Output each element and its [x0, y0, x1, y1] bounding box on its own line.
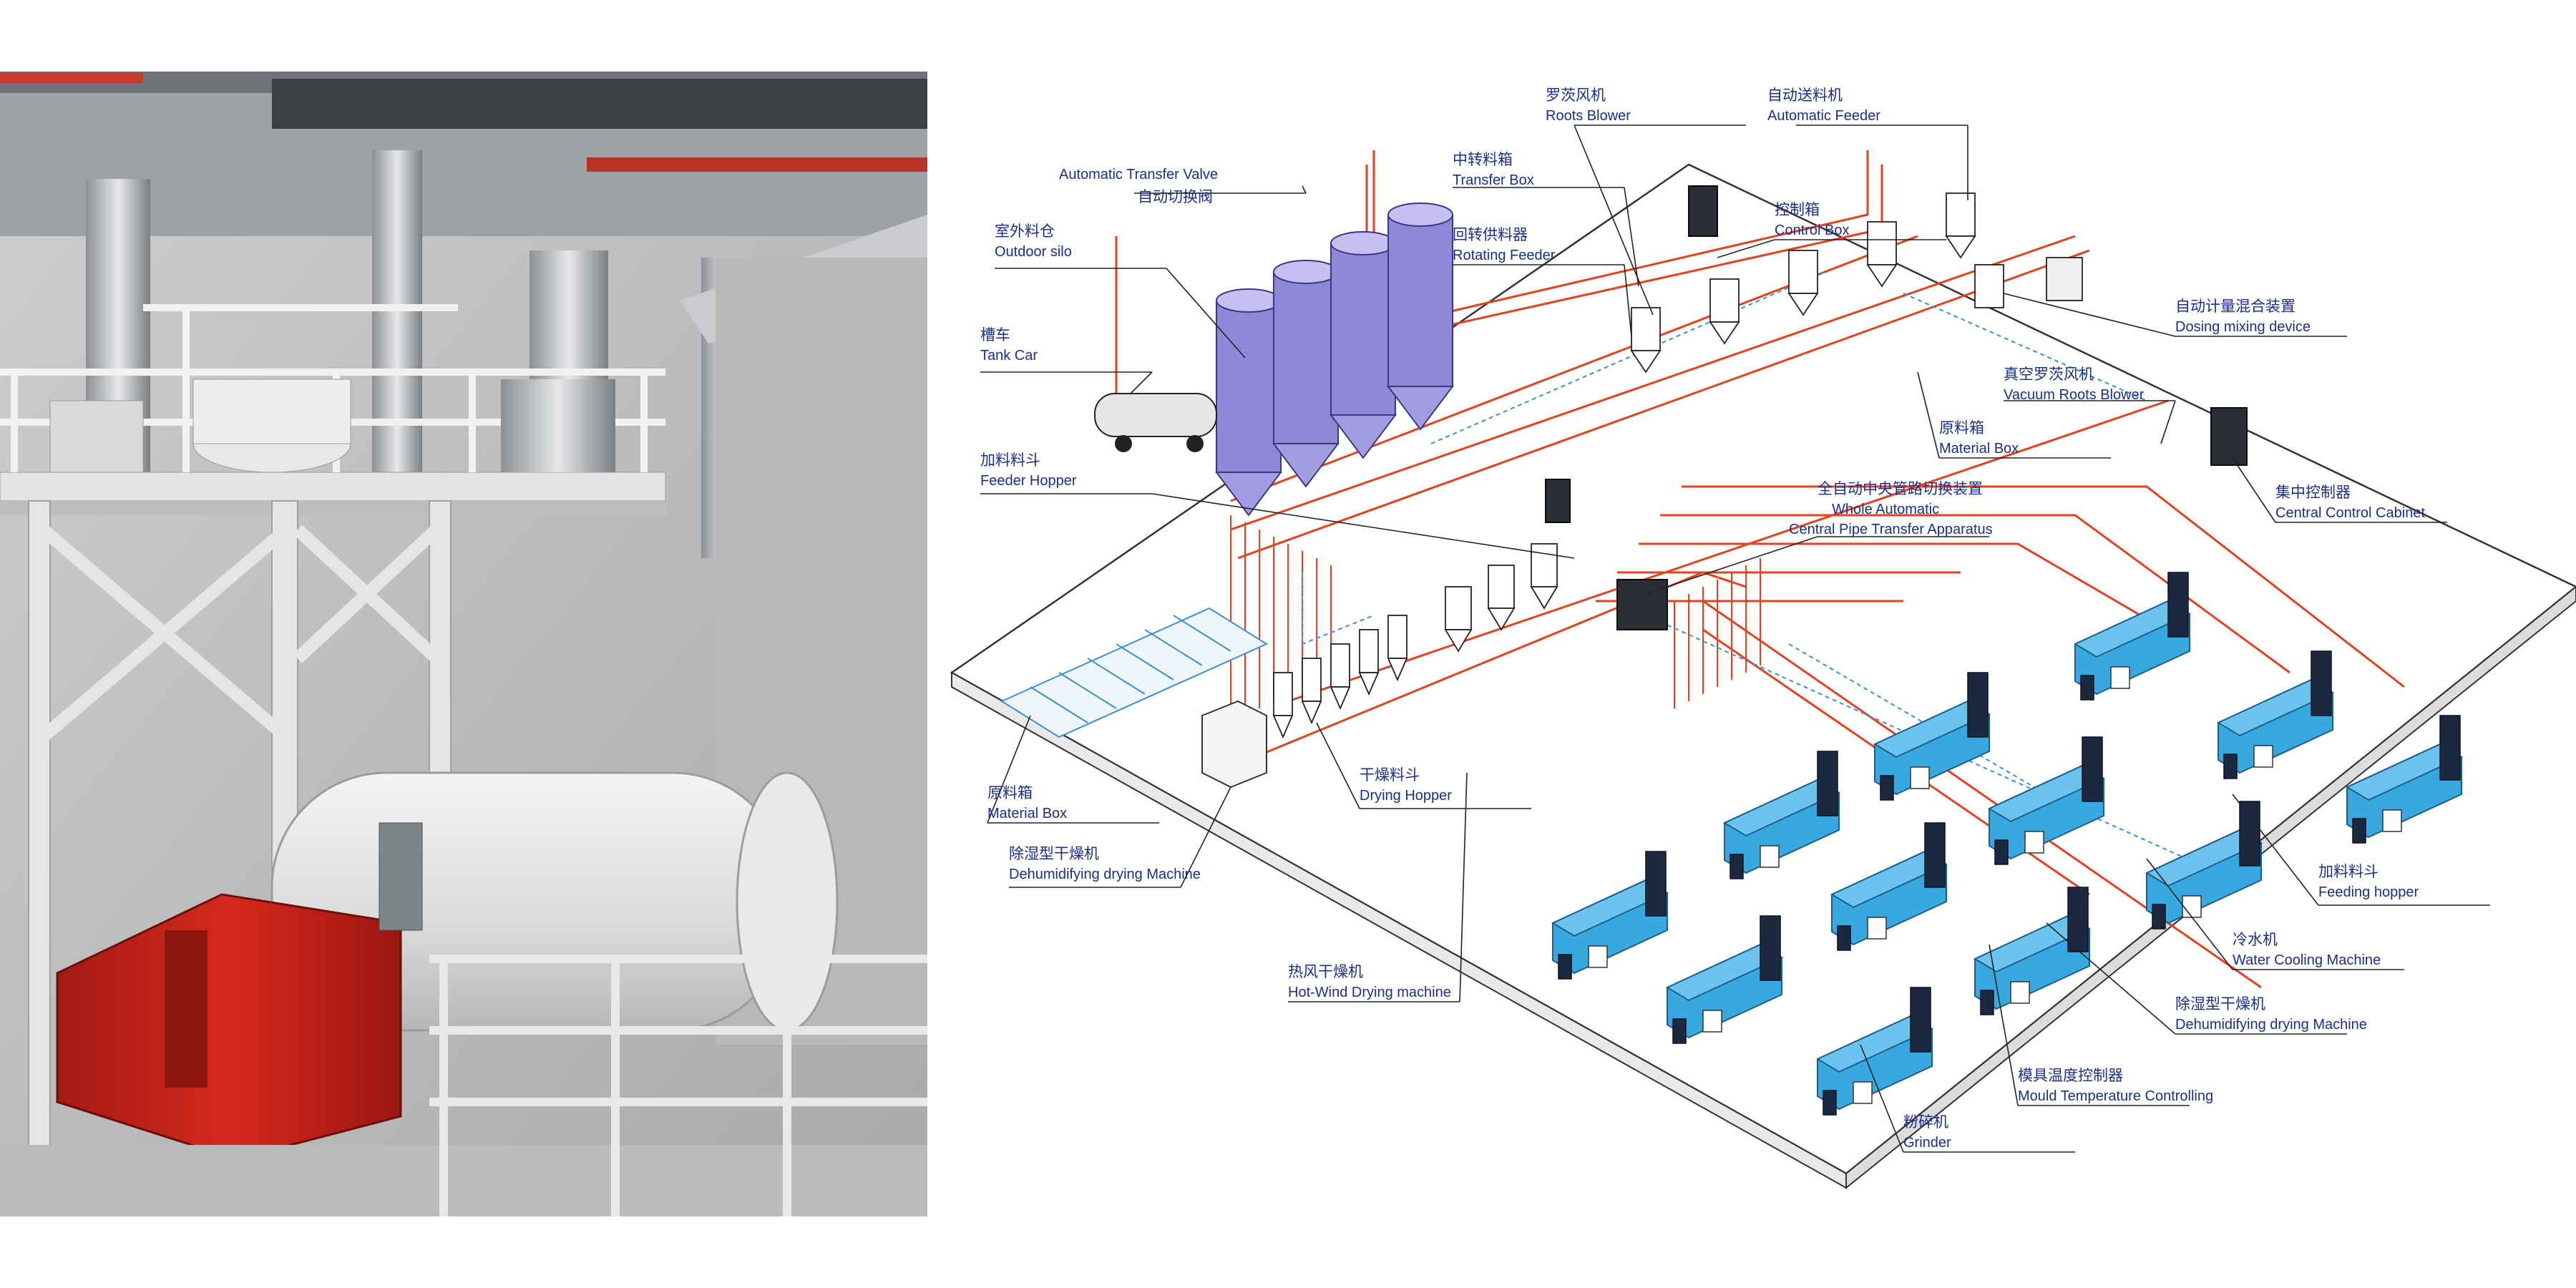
injection-moulding-machine — [1973, 887, 2092, 1015]
label-zh: 原料箱 — [1939, 419, 1984, 436]
label-zh: 自动切换阀 — [1138, 188, 1213, 205]
label-en: Rotating Feeder — [1453, 248, 1556, 263]
injection-moulding-machine — [1830, 822, 1948, 951]
injection-moulding-machine — [2216, 650, 2335, 779]
signal-lines — [1302, 271, 2219, 874]
callout-feeder-hopper: 加料料斗 Feeder Hopper — [980, 452, 1575, 559]
label-zh: 全自动中央管路切换装置 — [1818, 480, 1983, 497]
label-zh: 室外料仓 — [995, 223, 1055, 240]
label-en: Automatic Feeder — [1767, 108, 1880, 124]
injection-moulding-machine — [1722, 751, 1841, 879]
label-en: Whole Automatic — [1832, 502, 1939, 517]
label-zh: 粉碎机 — [1903, 1113, 1948, 1131]
label-zh: 除湿型干燥机 — [2175, 995, 2265, 1013]
injection-moulding-machine — [2073, 572, 2192, 701]
label-en: Material Box — [1939, 441, 2019, 457]
dehumidifying-dryer-left — [1201, 700, 1267, 789]
outdoor-silos — [1215, 203, 1454, 517]
callout-tank-car: 槽车 Tank Car — [980, 326, 1153, 394]
label-en: Drying Hopper — [1360, 788, 1452, 804]
label-en-2: Central Pipe Transfer Apparatus — [1789, 522, 1993, 537]
callout-roots-blower: 罗茨风机 Roots Blower — [1546, 87, 1746, 316]
label-zh: 自动计量混合装置 — [2175, 298, 2296, 315]
callout-rotating-feeder: 回转供料器 Rotating Feeder — [1453, 226, 1632, 337]
label-en: Hot-Wind Drying machine — [1288, 985, 1451, 1000]
label-en: Mould Temperature Controlling — [2018, 1088, 2213, 1104]
control-box — [1688, 185, 1718, 237]
label-zh: 模具温度控制器 — [2018, 1067, 2123, 1084]
callout-automatic-feeder: 自动送料机 Automatic Feeder — [1767, 87, 1968, 200]
injection-moulding-machine — [1551, 851, 1669, 980]
label-zh: 自动送料机 — [1767, 87, 1843, 104]
label-en: Dehumidifying drying Machine — [2175, 1017, 2367, 1033]
label-en: Control Box — [1775, 223, 1850, 238]
label-en: Feeding hopper — [2318, 884, 2419, 900]
callout-mould-temp: 模具温度控制器 Mould Temperature Controlling — [1989, 944, 2213, 1106]
label-en: Transfer Box — [1453, 172, 1534, 188]
label-en: Dosing mixing device — [2175, 319, 2311, 335]
factory-photo — [0, 72, 927, 1216]
callout-dehumidifying-left: 除湿型干燥机 Dehumidifying drying Machine — [1009, 786, 1231, 888]
left-control-box — [1545, 479, 1571, 523]
label-zh: 罗茨风机 — [1546, 87, 1606, 104]
label-en: Vacuum Roots Blower — [2004, 387, 2145, 403]
callout-material-box-top: 原料箱 Material Box — [1917, 371, 2111, 459]
label-zh: 除湿型干燥机 — [1009, 845, 1099, 862]
label-zh: 冷水机 — [2233, 931, 2278, 948]
label-en: Automatic Transfer Valve — [1059, 167, 1218, 182]
label-zh: 控制箱 — [1775, 201, 1820, 218]
label-en: Water Cooling Machine — [2233, 952, 2381, 968]
label-zh: 原料箱 — [987, 784, 1033, 801]
label-zh: 真空罗茨风机 — [2004, 366, 2094, 383]
label-en: Central Control Cabinet — [2275, 505, 2425, 521]
label-en: Dehumidifying drying Machine — [1009, 867, 1201, 882]
label-zh: 回转供料器 — [1453, 226, 1528, 243]
callout-dehumidifying-right: 除湿型干燥机 Dehumidifying drying Machine — [2046, 922, 2367, 1035]
label-zh: 热风干燥机 — [1288, 963, 1363, 980]
label-zh: 中转料箱 — [1453, 151, 1513, 168]
callout-central-control: 集中控制器 Central Control Cabinet — [2232, 457, 2447, 523]
callout-feeding-hopper: 加料料斗 Feeding hopper — [2232, 794, 2490, 906]
upper-feeders — [1630, 192, 2083, 374]
tank-car-icon — [1094, 393, 1217, 452]
label-zh: 干燥料斗 — [1360, 766, 1420, 784]
callout-water-cooling: 冷水机 Water Cooling Machine — [2146, 858, 2404, 970]
injection-moulding-machine — [1815, 987, 1934, 1116]
callout-drying-hopper: 干燥料斗 Drying Hopper — [1316, 722, 1531, 809]
injection-moulding-machine — [2345, 715, 2464, 844]
label-zh: 槽车 — [980, 326, 1010, 343]
injection-moulding-machine — [1987, 736, 2106, 865]
callout-vacuum-roots-blower: 真空罗茨风机 Vacuum Roots Blower — [2004, 366, 2176, 444]
callout-hot-wind: 热风干燥机 Hot-Wind Drying machine — [1288, 772, 1468, 1002]
callout-automatic-transfer-valve: 自动切换阀 Automatic Transfer Valve — [1059, 167, 1307, 205]
callout-transfer-box: 中转料箱 Transfer Box — [1453, 151, 1639, 287]
material-box-grid — [1000, 607, 1269, 738]
label-en: Outdoor silo — [995, 244, 1072, 260]
injection-moulding-machines — [1551, 572, 2464, 1116]
label-en: Grinder — [1903, 1135, 1951, 1151]
callout-grinder: 粉碎机 Grinder — [1860, 1044, 2075, 1153]
central-pipe-apparatus — [1616, 579, 1668, 630]
injection-moulding-machine — [1665, 915, 1784, 1044]
label-en: Material Box — [987, 806, 1067, 821]
label-en: Tank Car — [980, 348, 1038, 364]
callout-outdoor-silo: 室外料仓 Outdoor silo — [995, 223, 1246, 358]
callout-control-box: 控制箱 Control Box — [1717, 201, 1946, 258]
central-feeding-system-diagram: 罗茨风机 Roots Blower 自动送料机 Automatic Feeder 自动切… — [950, 87, 2576, 1190]
injection-moulding-machine — [1873, 672, 1991, 801]
callout-labels: 罗茨风机 Roots Blower 自动送料机 Automatic Feeder 自动切… — [980, 87, 2490, 1153]
drying-hoppers — [1272, 543, 1558, 739]
central-control-cabinet — [2210, 407, 2248, 466]
label-en: Feeder Hopper — [980, 473, 1077, 489]
label-en: Roots Blower — [1546, 108, 1631, 124]
label-zh: 加料料斗 — [980, 452, 1040, 469]
label-zh: 集中控制器 — [2275, 484, 2351, 501]
callout-material-box-left: 原料箱 Material Box — [987, 715, 1159, 824]
callout-dosing-mixing: 自动计量混合装置 Dosing mixing device — [2003, 293, 2347, 337]
label-zh: 加料料斗 — [2318, 863, 2379, 880]
injection-moulding-machine — [2145, 801, 2263, 930]
